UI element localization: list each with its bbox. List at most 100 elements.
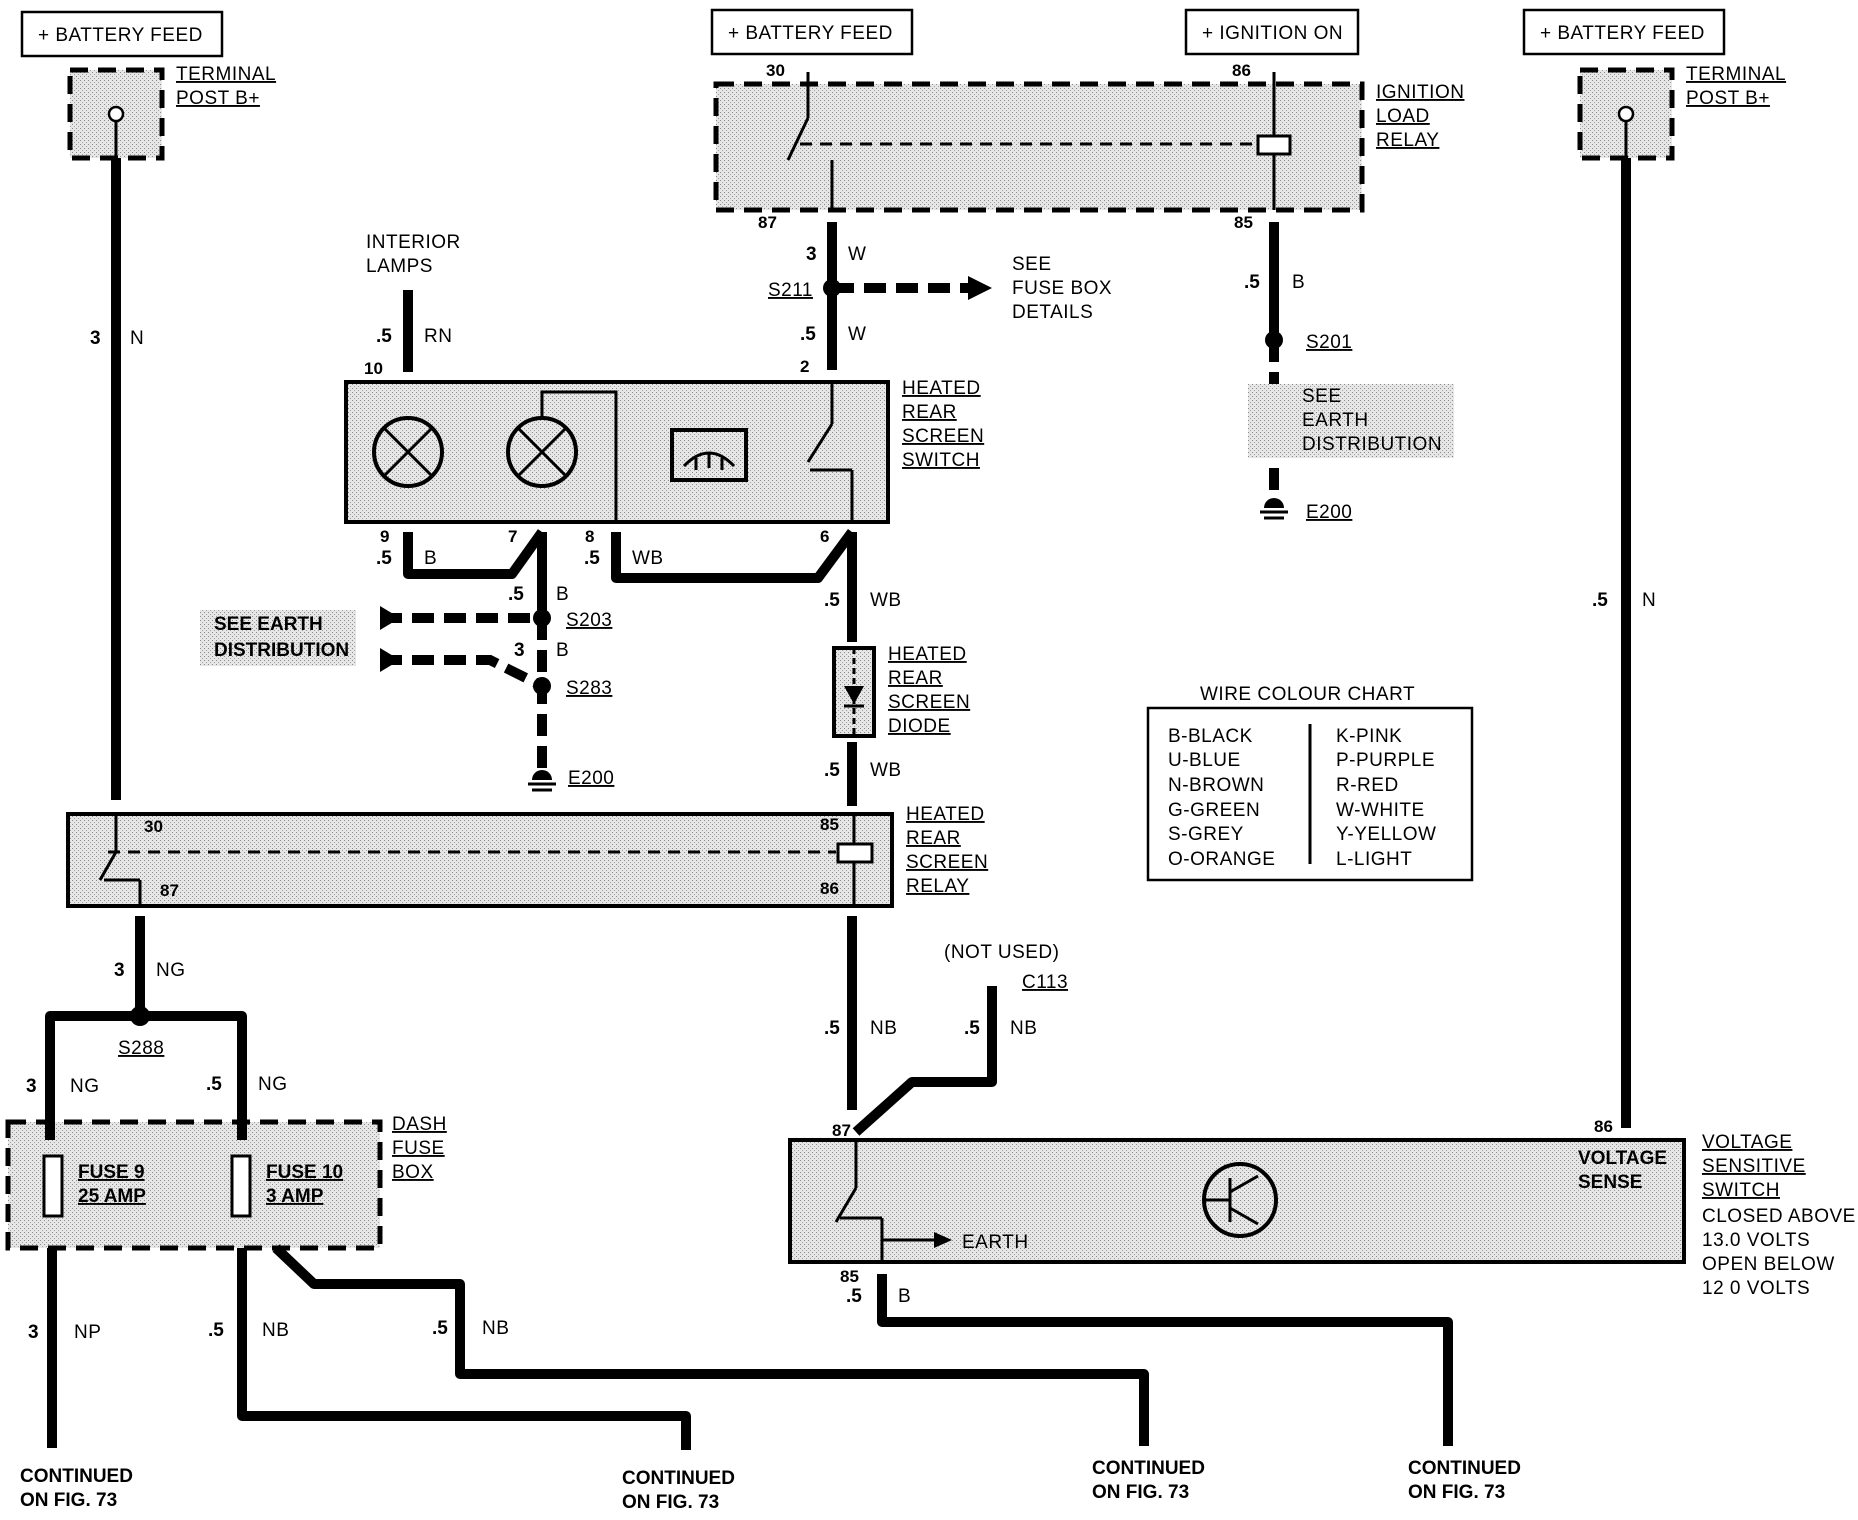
colour-chart-right-0: K-PINK: [1336, 726, 1402, 747]
svg-text:+ BATTERY FEED: + BATTERY FEED: [38, 25, 203, 46]
svg-text:.5: .5: [824, 590, 840, 611]
svg-text:DISTRIBUTION: DISTRIBUTION: [1302, 434, 1442, 455]
svg-text:30: 30: [766, 61, 785, 80]
svg-text:85: 85: [840, 1267, 859, 1286]
svg-text:TERMINAL: TERMINAL: [1686, 64, 1786, 85]
svg-text:WIRE COLOUR CHART: WIRE COLOUR CHART: [1200, 684, 1415, 705]
svg-text:HEATED: HEATED: [888, 644, 967, 665]
svg-text:.5: .5: [800, 324, 816, 345]
svg-text:B: B: [898, 1286, 911, 1307]
svg-text:IGNITION: IGNITION: [1376, 82, 1464, 103]
ignition-load-relay: 30 86 87 85 IGNITION LOAD RELAY: [713, 61, 1464, 232]
svg-text:FUSE 9: FUSE 9: [78, 1162, 145, 1183]
continued-3: CONTINUED ON FIG. 73: [1092, 1458, 1205, 1503]
svg-text:SENSITIVE: SENSITIVE: [1702, 1156, 1806, 1177]
svg-text:.5: .5: [508, 584, 524, 605]
svg-text:POST B+: POST B+: [1686, 88, 1770, 109]
not-used-label: (NOT USED): [944, 942, 1059, 963]
colour-chart-left-3: G-GREEN: [1168, 800, 1260, 821]
svg-text:.5: .5: [1244, 272, 1260, 293]
svg-text:WB: WB: [632, 548, 664, 569]
svg-text:6: 6: [820, 527, 829, 546]
svg-text:86: 86: [1594, 1117, 1613, 1136]
colour-chart-right-4: Y-YELLOW: [1336, 824, 1436, 845]
svg-text:.5: .5: [824, 760, 840, 781]
voltage-sensitive-switch: EARTH VOLTAGE SENSE 87 86 85 VOLTAGE SEN…: [788, 1117, 1856, 1299]
svg-text:.5: .5: [1592, 590, 1608, 611]
svg-text:3: 3: [806, 244, 817, 265]
svg-text:SEE EARTH: SEE EARTH: [214, 614, 323, 635]
continued-1: CONTINUED ON FIG. 73: [20, 1466, 133, 1511]
colour-chart-right-3: W-WHITE: [1336, 800, 1425, 821]
svg-text:NB: NB: [1010, 1018, 1037, 1039]
svg-text:OPEN BELOW: OPEN BELOW: [1702, 1254, 1835, 1275]
svg-text:.5: .5: [584, 548, 600, 569]
battery-feed-label-left: + BATTERY FEED: [20, 10, 224, 58]
svg-text:NB: NB: [482, 1318, 509, 1339]
svg-text:.5: .5: [432, 1318, 448, 1339]
svg-text:DASH: DASH: [392, 1114, 447, 1135]
svg-text:+ BATTERY FEED: + BATTERY FEED: [1540, 23, 1705, 44]
svg-text:VOLTAGE: VOLTAGE: [1578, 1148, 1667, 1169]
svg-text:.5: .5: [846, 1286, 862, 1307]
svg-text:12 0 VOLTS: 12 0 VOLTS: [1702, 1278, 1810, 1299]
see-earth-distribution-left: SEE EARTH DISTRIBUTION: [200, 606, 400, 672]
svg-text:CLOSED ABOVE: CLOSED ABOVE: [1702, 1206, 1856, 1227]
colour-chart-right-1: P-PURPLE: [1336, 750, 1435, 771]
connector-c113: C113: [1022, 972, 1068, 993]
heated-rear-screen-switch: 10 2 9 7 8 6 HEATED REAR SCREEN SWITCH: [344, 357, 984, 546]
svg-text:REAR: REAR: [888, 668, 943, 689]
svg-text:WB: WB: [870, 590, 902, 611]
svg-text:NG: NG: [70, 1076, 100, 1097]
svg-text:DIODE: DIODE: [888, 716, 951, 737]
svg-text:+ BATTERY FEED: + BATTERY FEED: [728, 23, 893, 44]
svg-text:N: N: [1642, 590, 1656, 611]
svg-text:85: 85: [1234, 213, 1253, 232]
see-fuse-box-details: SEE FUSE BOX DETAILS: [1012, 254, 1112, 323]
svg-text:.5: .5: [376, 548, 392, 569]
svg-text:87: 87: [832, 1121, 851, 1140]
svg-text:8: 8: [585, 527, 594, 546]
svg-text:FUSE: FUSE: [392, 1138, 445, 1159]
svg-text:B: B: [1292, 272, 1305, 293]
svg-text:HEATED: HEATED: [902, 378, 981, 399]
svg-text:3: 3: [114, 960, 125, 981]
svg-text:BOX: BOX: [392, 1162, 434, 1183]
heated-rear-screen-diode: HEATED REAR SCREEN DIODE: [832, 644, 970, 738]
svg-text:NB: NB: [870, 1018, 897, 1039]
svg-text:87: 87: [160, 881, 179, 900]
dash-fuse-box: FUSE 9 25 AMP FUSE 10 3 AMP DASH FUSE BO…: [5, 1114, 447, 1251]
svg-text:SEE: SEE: [1012, 254, 1052, 275]
svg-text:30: 30: [144, 817, 163, 836]
svg-text:LAMPS: LAMPS: [366, 256, 433, 277]
svg-text:SCREEN: SCREEN: [906, 852, 988, 873]
svg-text:N: N: [130, 328, 144, 349]
see-earth-distribution-right: SEE EARTH DISTRIBUTION: [1248, 384, 1454, 458]
svg-text:EARTH: EARTH: [962, 1232, 1029, 1253]
svg-text:.5: .5: [208, 1320, 224, 1341]
svg-text:DETAILS: DETAILS: [1012, 302, 1093, 323]
svg-text:B: B: [556, 640, 569, 661]
svg-text:INTERIOR: INTERIOR: [366, 232, 461, 253]
svg-text:ON FIG. 73: ON FIG. 73: [1092, 1482, 1189, 1503]
svg-text:W: W: [848, 324, 866, 345]
svg-text:FUSE BOX: FUSE BOX: [1012, 278, 1112, 299]
svg-text:CONTINUED: CONTINUED: [20, 1466, 133, 1487]
wire-colour-chart: WIRE COLOUR CHART B-BLACK U-BLUE N-BROWN…: [1146, 684, 1474, 882]
svg-text:RN: RN: [424, 326, 452, 347]
splice-s203: S203: [566, 610, 612, 631]
svg-text:ON FIG. 73: ON FIG. 73: [622, 1492, 719, 1513]
svg-text:SWITCH: SWITCH: [902, 450, 980, 471]
svg-text:NG: NG: [258, 1074, 288, 1095]
svg-text:REAR: REAR: [902, 402, 957, 423]
svg-text:REAR: REAR: [906, 828, 961, 849]
svg-text:NB: NB: [262, 1320, 289, 1341]
svg-text:ON FIG. 73: ON FIG. 73: [20, 1490, 117, 1511]
svg-text:ON FIG. 73: ON FIG. 73: [1408, 1482, 1505, 1503]
svg-text:TERMINAL: TERMINAL: [176, 64, 276, 85]
splice-s288: S288: [118, 1038, 164, 1059]
svg-text:RELAY: RELAY: [906, 876, 969, 897]
battery-feed-label-center: + BATTERY FEED: [710, 8, 914, 56]
